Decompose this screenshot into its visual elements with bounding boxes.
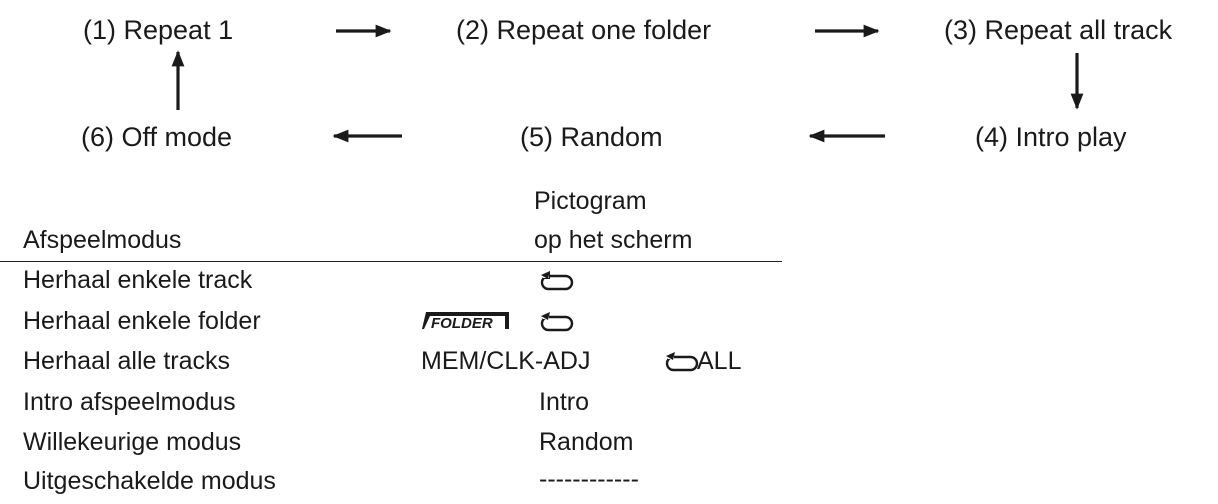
header-icon-line2: op het scherm: [534, 226, 693, 254]
header-icon-line1: Pictogram: [534, 187, 647, 215]
mode-cycle-diagram: (1) Repeat 1 (2) Repeat one folder (3) R…: [81, 15, 1173, 152]
step-3: (3) Repeat all track: [944, 15, 1173, 45]
row-2-mode: Herhaal enkele folder: [23, 307, 261, 335]
row-3-mode: Herhaal alle tracks: [23, 347, 231, 375]
step-4: (4) Intro play: [975, 122, 1127, 152]
row-1-mode: Herhaal enkele track: [23, 266, 253, 294]
row-3-key: MEM/CLK-ADJ: [421, 347, 591, 375]
row-3-indicator: ALL: [697, 347, 742, 375]
row-5-mode: Willekeurige modus: [23, 428, 242, 456]
step-5: (5) Random: [520, 122, 663, 152]
folder-badge-icon: FOLDER: [422, 312, 509, 331]
row-4-mode: Intro afspeelmodus: [23, 388, 236, 416]
row-5-indicator: Random: [539, 428, 634, 456]
repeat-icon: [540, 271, 574, 291]
row-6-indicator: ------------: [539, 465, 639, 493]
row-6-mode: Uitgeschakelde modus: [23, 467, 276, 495]
folder-badge-label: FOLDER: [431, 315, 493, 331]
row-4-indicator: Intro: [539, 388, 590, 416]
header-divider: [0, 261, 782, 262]
repeat-icon: [665, 352, 699, 372]
step-6: (6) Off mode: [81, 122, 232, 152]
step-2: (2) Repeat one folder: [456, 15, 711, 45]
header-mode: Afspeelmodus: [23, 226, 182, 254]
repeat-icon: [540, 312, 574, 332]
step-1: (1) Repeat 1: [83, 15, 233, 45]
